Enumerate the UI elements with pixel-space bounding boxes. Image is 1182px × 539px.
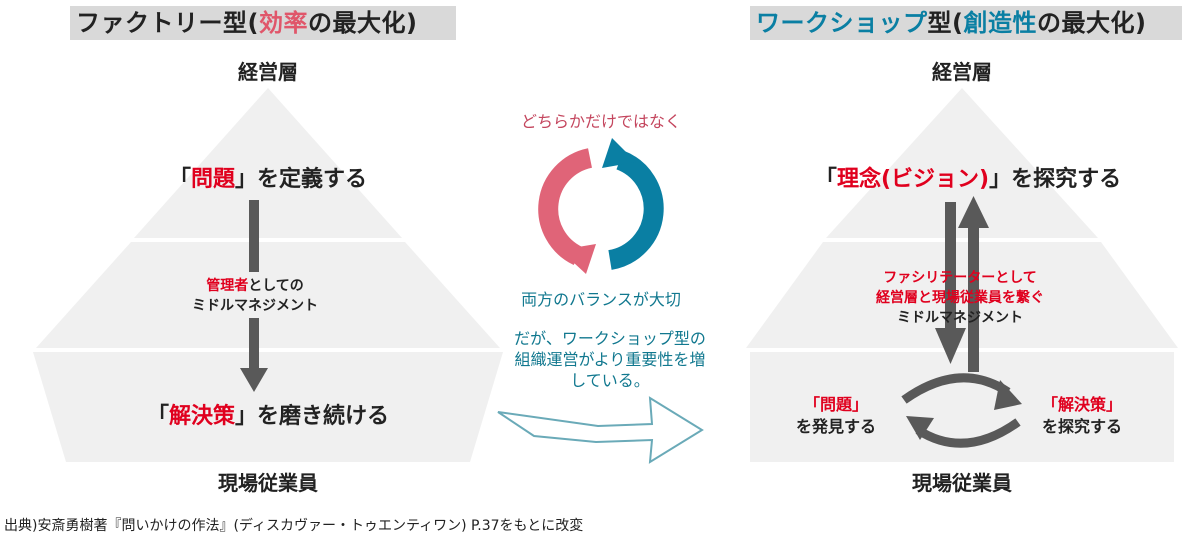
left-top-label: 経営層 (238, 60, 298, 84)
left-middle-line2: ミドルマネジメント (192, 298, 318, 314)
right-title-emphasis-1: ワークショップ (756, 9, 928, 37)
source-citation: 出典)安斎勇樹著『問いかけの作法』(ディスカヴァー・トゥエンティワン) P.37… (4, 518, 584, 534)
cycle-arrowhead-blue (602, 138, 636, 168)
left-title-prefix: ファクトリー型( (76, 9, 259, 37)
right-solution-label: 「解決策」 を探究する (1026, 394, 1138, 438)
left-problem-close: 」を定義する (235, 167, 368, 192)
cycle-arc-red (538, 148, 593, 266)
left-arrow-shaft-bottom (249, 318, 259, 368)
right-pyramid-middle (746, 242, 1178, 348)
center-top-text: どちらかだけではなく (520, 112, 681, 131)
right-problem-action: を発見する (795, 417, 876, 436)
right-middle-line3: ミドルマネジメント (897, 310, 1023, 326)
right-cycle-arrowhead-top (994, 380, 1022, 410)
right-vision-close: 」を探究する (989, 167, 1122, 192)
left-pyramid-top (134, 88, 402, 238)
left-title-emphasis: 効率 (258, 9, 308, 37)
left-problem-open: 「 (168, 167, 191, 192)
center-arrow-line1: だが、ワークショップ型の (514, 329, 706, 348)
right-vision-open: 「 (814, 167, 837, 192)
left-problem-word: 問題 (190, 167, 235, 192)
right-title-suffix: の最大化) (1036, 9, 1147, 37)
left-bottom-label: 現場従業員 (218, 471, 318, 495)
left-arrow-shaft-top (249, 200, 259, 272)
workshop-transition-arrow (497, 396, 704, 464)
right-bottom-label: 現場従業員 (912, 471, 1012, 495)
right-title-mid: 型( (927, 9, 964, 37)
right-cycle-arrow-top (901, 373, 1011, 404)
right-cycle-arrow-bottom (915, 418, 1021, 448)
left-solution-close: 」を磨き続ける (235, 404, 390, 429)
cycle-arrowhead-red (560, 244, 596, 274)
right-solution-word: 「解決策」 (1041, 395, 1122, 414)
left-pyramid-middle (36, 242, 500, 348)
center-bottom-text: 両方のバランスが大切 (521, 290, 681, 309)
right-up-arrow-shaft (968, 228, 979, 372)
left-arrow-head (240, 368, 268, 392)
center-arrow-note: だが、ワークショップ型の 組織運営がより重要性を増 している。 (480, 328, 740, 391)
right-title: ワークショップ型(創造性の最大化) (750, 6, 1182, 40)
right-middle-line1: ファシリテーターとして (883, 270, 1037, 286)
cycle-arc-blue (607, 150, 664, 270)
left-solution-open: 「 (146, 404, 169, 429)
right-vision-label: 「理念(ビジョン)」を探究する (780, 161, 1156, 193)
right-pyramid-top (826, 88, 1098, 238)
left-problem-label: 「問題」を定義する (138, 161, 398, 193)
center-arrow-line2: 組織運営がより重要性を増 (514, 350, 706, 369)
center-arrow-line3: している。 (570, 371, 650, 390)
left-middle-label: 管理者としての ミドルマネジメント (160, 276, 350, 316)
right-title-emphasis-2: 創造性 (963, 9, 1037, 37)
left-title-suffix: の最大化) (307, 9, 418, 37)
right-middle-label: ファシリテーターとして 経営層と現場従業員を繋ぐ ミドルマネジメント (840, 268, 1080, 328)
right-top-label: 経営層 (932, 60, 992, 84)
left-middle-red: 管理者 (206, 278, 249, 294)
right-solution-action: を探究する (1041, 417, 1122, 436)
right-cycle-arrowhead-bottom (906, 416, 934, 440)
left-middle-rest: としての (248, 278, 304, 294)
right-down-arrow-shaft (945, 202, 956, 328)
left-pyramid-base (66, 352, 470, 462)
left-title: ファクトリー型(効率の最大化) (70, 6, 456, 40)
right-pyramid-bottom (750, 352, 1174, 462)
right-middle-line2: 経営層と現場従業員を繋ぐ (876, 290, 1044, 306)
right-down-arrow-head (935, 328, 966, 364)
right-vision-word: 理念(ビジョン) (836, 167, 990, 192)
left-solution-word: 解決策 (168, 404, 235, 429)
right-up-arrow-head (958, 196, 989, 228)
left-solution-label: 「解決策」を磨き続ける (118, 398, 418, 430)
right-problem-label: 「問題」 を発見する (780, 394, 892, 438)
right-problem-word: 「問題」 (803, 395, 868, 414)
